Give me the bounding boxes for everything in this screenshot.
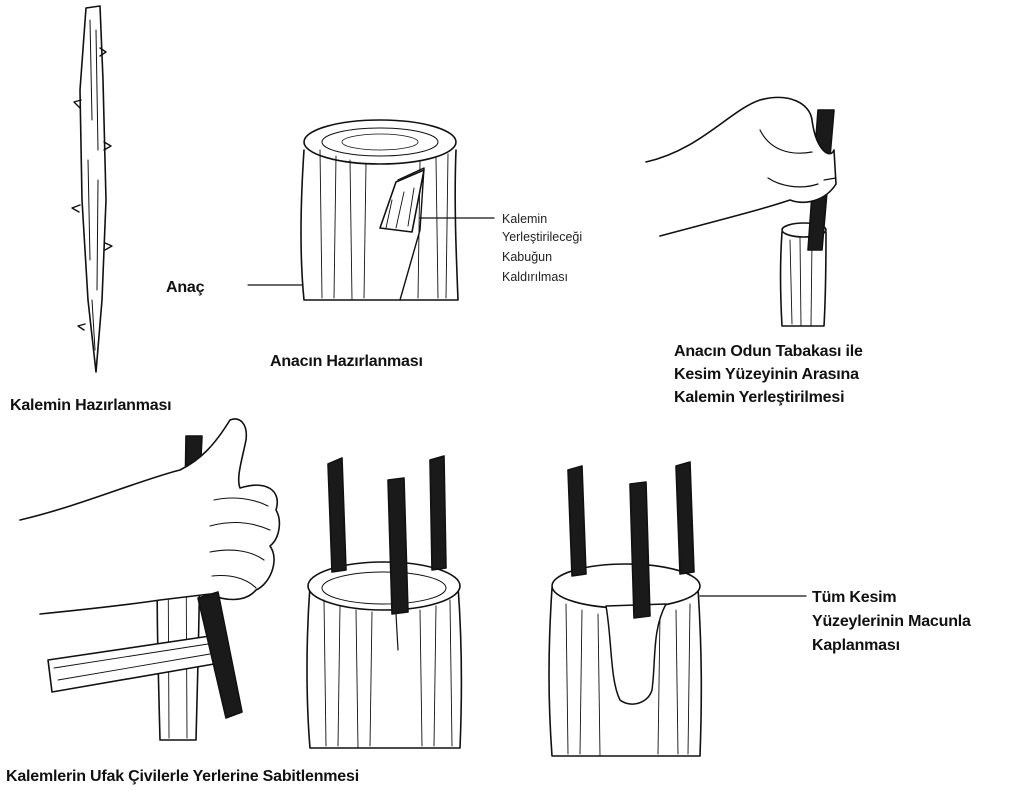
label-anacin-hazirlanmasi: Anacın Hazırlanması [270,350,423,373]
label-sabitleme: Kalemlerin Ufak Çivilerle Yerlerine Sabi… [6,765,359,788]
rootstock-prepared-drawing [248,120,494,300]
scion-drawing [72,6,112,372]
macun-line: Kaplanması [812,634,900,657]
wax-coated-drawing [549,462,806,756]
nailing-drawing [20,419,279,740]
kabuk-line: Kaldırılması [502,270,568,285]
kabuk-line: Kabuğun [502,250,552,265]
scion-insertion-drawing [646,97,836,326]
kabuk-line: Yerleştirileceği [502,230,582,245]
macun-line: Tüm Kesim [812,586,896,609]
macun-line: Yüzeylerinin Macunla [812,610,971,633]
yerlestirme-line: Kalemin Yerleştirilmesi [674,386,844,409]
yerlestirme-line: Kesim Yüzeyinin Arasına [674,363,859,386]
label-kalemin-hazirlanmasi: Kalemin Hazırlanması [10,394,171,417]
label-anac: Anaç [166,276,204,299]
yerlestirme-line: Anacın Odun Tabakası ile [674,340,863,363]
three-scions-drawing [307,456,461,748]
kabuk-line: Kalemin [502,212,547,227]
